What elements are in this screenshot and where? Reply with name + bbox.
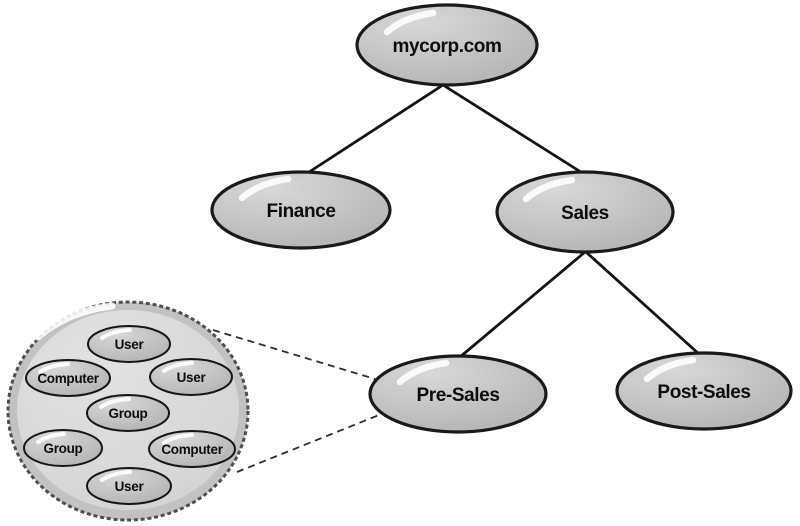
gloss-highlight: [38, 362, 70, 374]
gloss-highlight: [162, 361, 194, 373]
magnifier-gloss-highlight: [34, 302, 116, 341]
magnifier-callout-lower: [236, 412, 385, 473]
tree-edges: [301, 83, 701, 359]
gloss-highlight: [36, 432, 66, 444]
ou-item-user-2: User: [149, 358, 233, 396]
node-pre-sales: Pre-Sales: [368, 354, 548, 434]
gloss-highlight: [100, 470, 132, 482]
ou-item-label: User: [115, 479, 145, 494]
ou-item-label: Group: [44, 441, 83, 456]
ou-item-label: User: [177, 370, 207, 385]
node-finance-label: Finance: [267, 201, 336, 222]
ou-item-label: Computer: [161, 442, 223, 457]
gloss-highlight: [643, 356, 697, 383]
magnifier-callouts: [212, 329, 385, 473]
node-pre-sales-label: Pre-Sales: [416, 385, 499, 406]
ou-item-label: Computer: [37, 371, 99, 386]
node-mycorp-com: mycorp.com: [355, 3, 539, 87]
edge-sales-presales: [458, 250, 587, 359]
magnifier-callout-upper: [212, 329, 376, 380]
ou-item-group-2: Group: [23, 429, 103, 467]
ou-item-label: User: [115, 337, 145, 352]
gloss-highlight: [383, 9, 437, 36]
ou-item-computer-2: Computer: [148, 430, 236, 468]
magnifier-bubble: User Computer User Group: [6, 300, 250, 522]
node-post-sales-label: Post-Sales: [657, 382, 750, 403]
node-mycorp-com-label: mycorp.com: [393, 36, 502, 57]
node-sales: Sales: [495, 170, 675, 254]
node-post-sales: Post-Sales: [615, 351, 793, 431]
gloss-highlight: [396, 359, 450, 386]
gloss-highlight: [99, 397, 131, 409]
ou-item-label: Group: [109, 406, 148, 421]
edge-mycorp-finance: [301, 83, 445, 178]
gloss-highlight: [522, 176, 576, 203]
ou-item-user-3: User: [86, 467, 172, 505]
ou-item-user-1: User: [87, 325, 171, 363]
gloss-highlight: [238, 175, 292, 202]
edge-sales-postsales: [584, 250, 701, 356]
ou-item-computer-1: Computer: [25, 359, 111, 397]
node-sales-label: Sales: [561, 203, 609, 224]
ou-item-group-1: Group: [86, 394, 170, 432]
edge-mycorp-sales: [441, 83, 586, 176]
gloss-highlight: [100, 328, 132, 340]
gloss-highlight: [162, 433, 194, 445]
node-finance: Finance: [210, 170, 392, 250]
